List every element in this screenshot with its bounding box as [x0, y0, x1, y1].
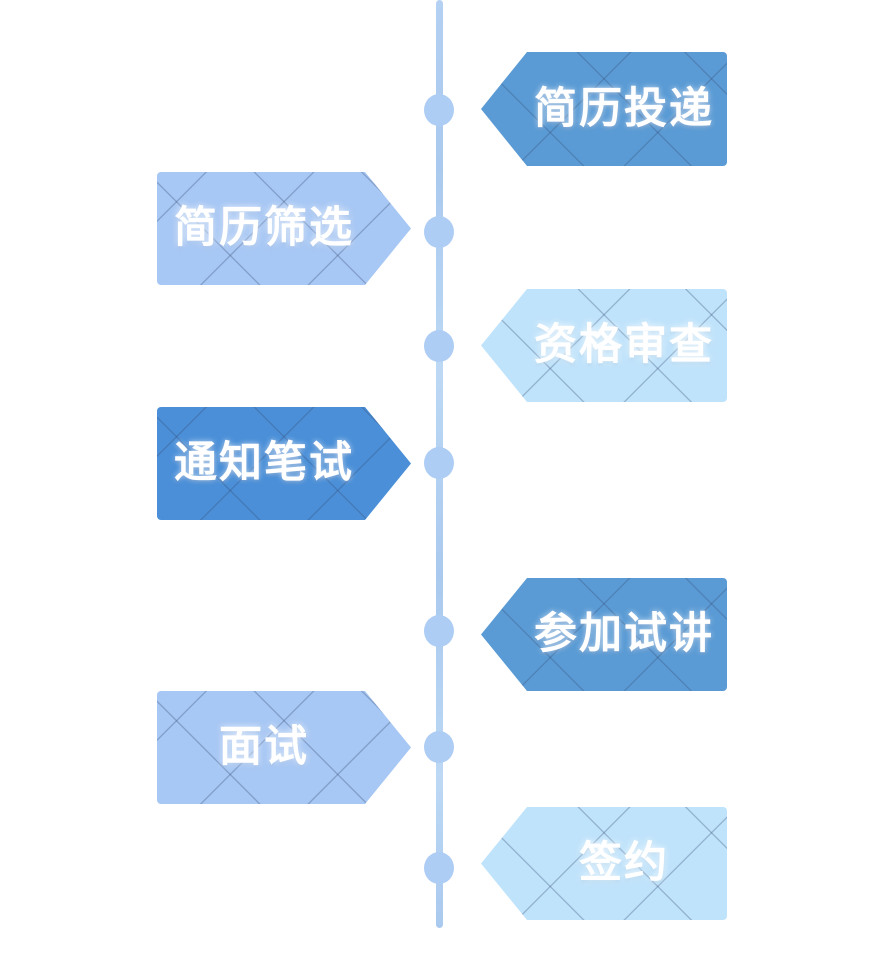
- flow-step-2[interactable]: 简历筛选: [157, 172, 411, 285]
- flow-step-5[interactable]: 参加试讲: [481, 578, 727, 691]
- flow-step-7[interactable]: 签约: [481, 807, 727, 920]
- timeline-dot-3[interactable]: [424, 330, 454, 362]
- flow-step-3[interactable]: 资格审查: [481, 289, 727, 402]
- flow-step-label: 参加试讲: [534, 610, 714, 658]
- flow-step-label: 通知笔试: [174, 439, 354, 487]
- timeline-dot-4[interactable]: [424, 447, 454, 479]
- flow-step-label: 简历筛选: [174, 204, 354, 252]
- flow-step-1[interactable]: 简历投递: [481, 52, 727, 166]
- flow-step-label: 签约: [579, 839, 669, 887]
- timeline-dot-2[interactable]: [424, 216, 454, 248]
- flow-step-label: 简历投递: [534, 84, 714, 133]
- flow-step-label: 面试: [219, 723, 309, 771]
- flow-step-4[interactable]: 通知笔试: [157, 407, 411, 520]
- timeline-dot-7[interactable]: [424, 852, 454, 884]
- flow-step-6[interactable]: 面试: [157, 691, 411, 804]
- timeline-dot-6[interactable]: [424, 731, 454, 763]
- flow-step-label: 资格审查: [534, 321, 714, 369]
- timeline-dot-1[interactable]: [424, 94, 454, 126]
- timeline-dot-5[interactable]: [424, 615, 454, 647]
